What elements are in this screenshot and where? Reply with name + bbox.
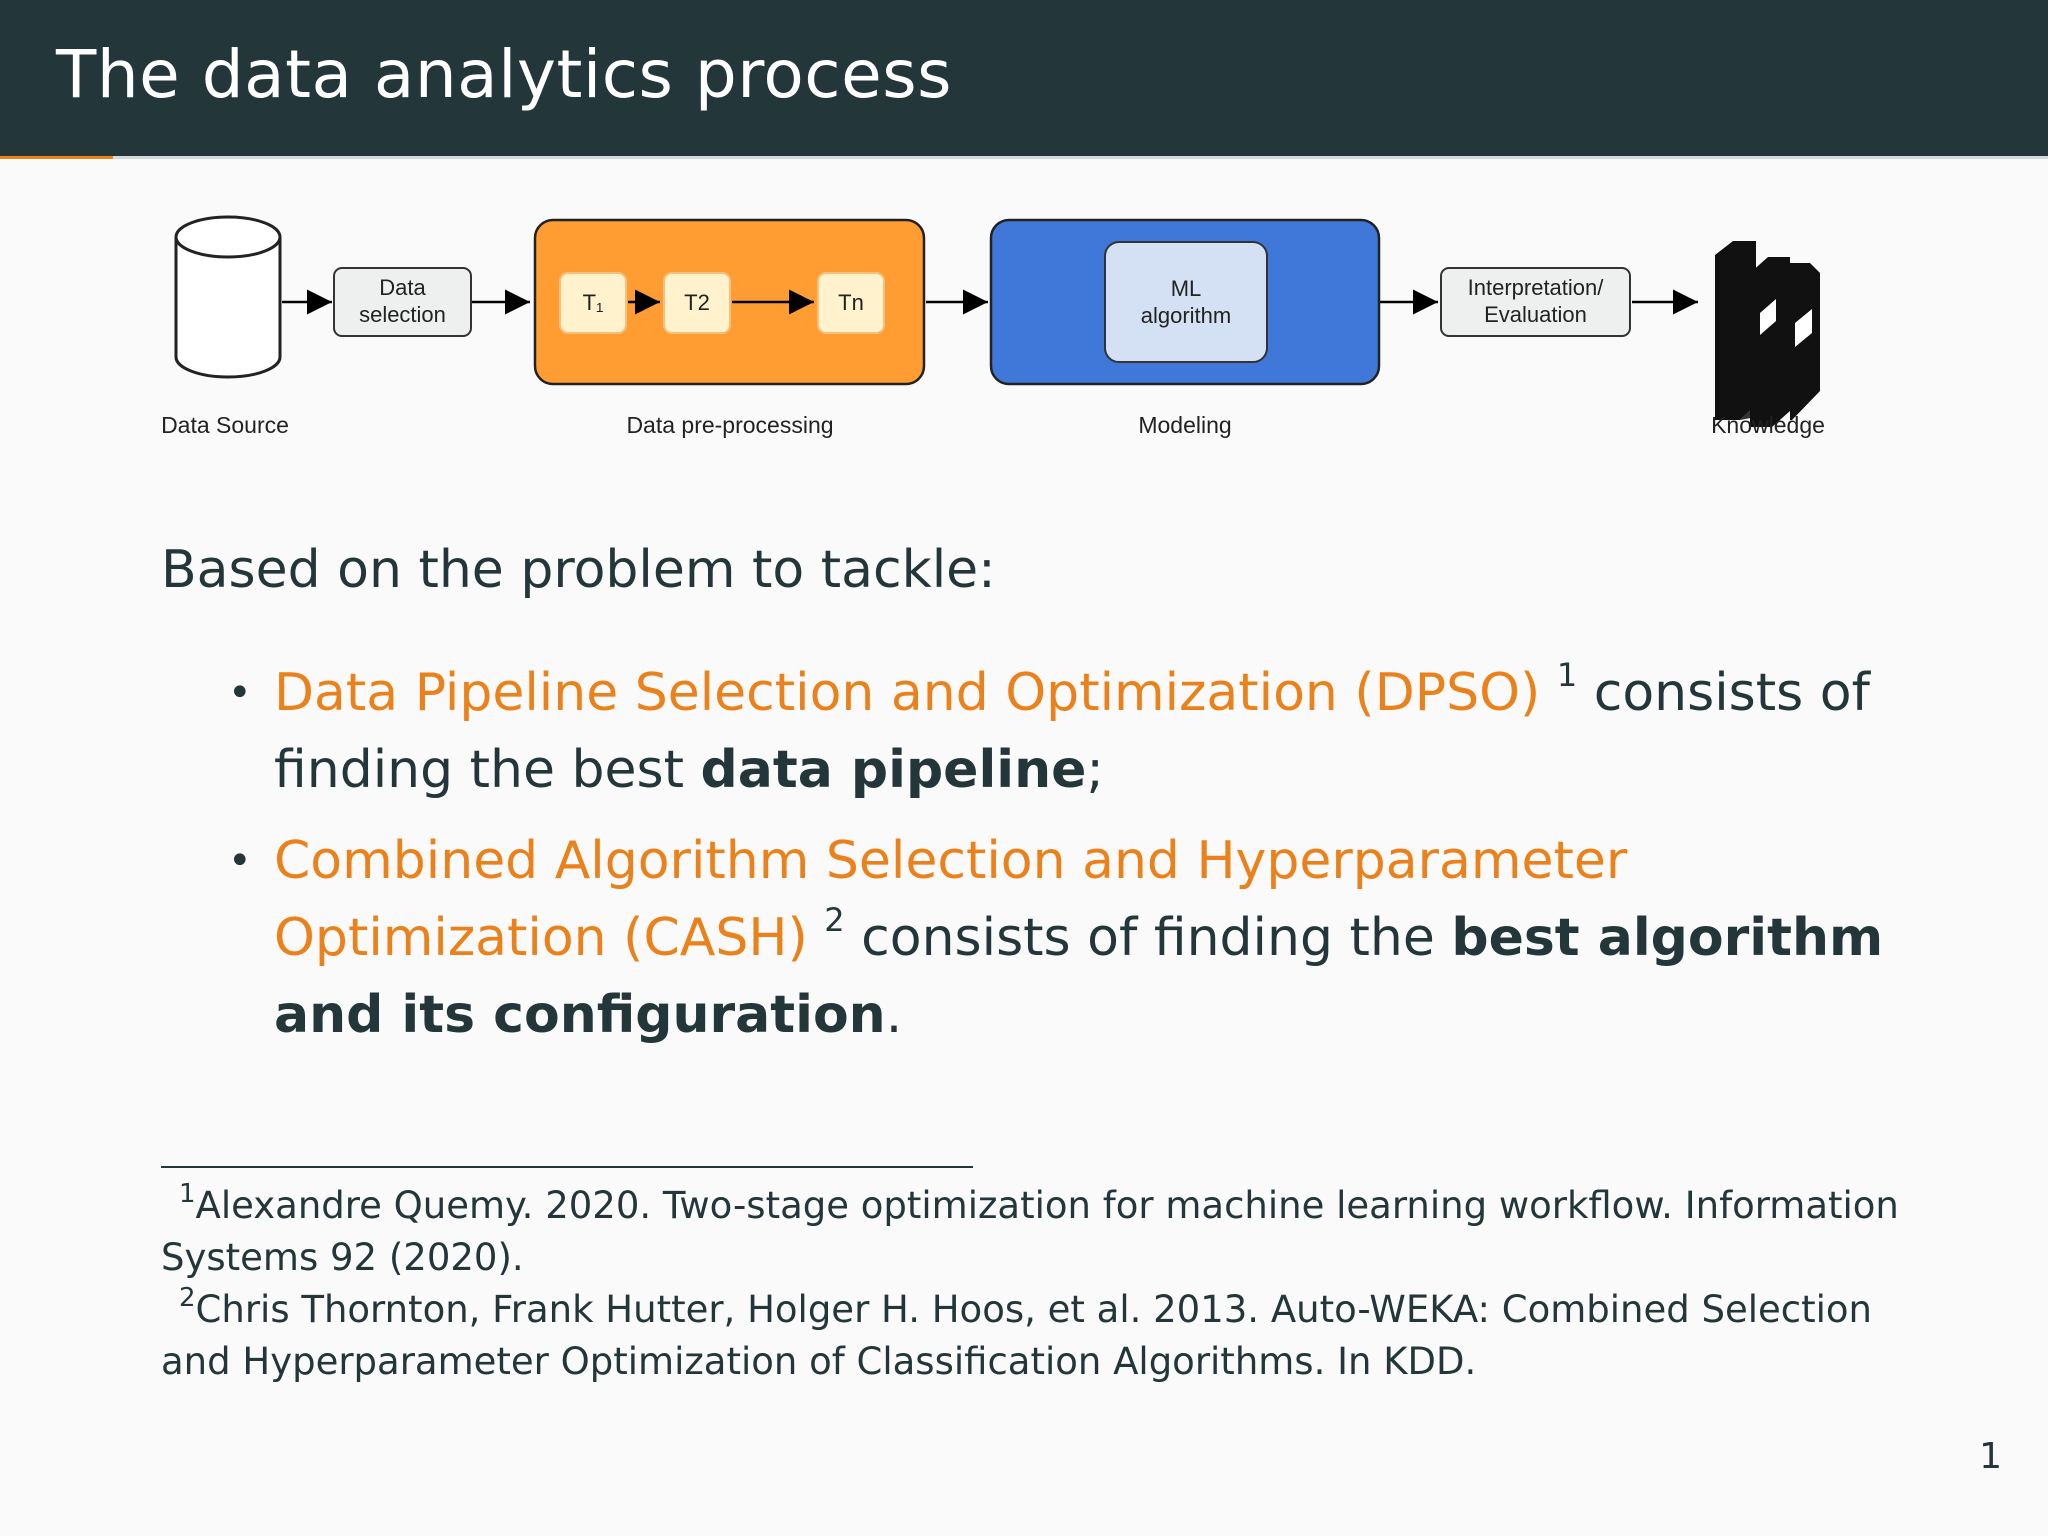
- footnote-text: Alexandre Quemy. 2020. Two-stage optimiz…: [161, 1184, 1899, 1279]
- books-icon: [1715, 241, 1820, 427]
- footnote-ref: 2: [824, 901, 845, 939]
- footnote-text: Chris Thornton, Frank Hutter, Holger H. …: [161, 1288, 1872, 1383]
- bullet-emphasis: data pipeline: [700, 740, 1087, 800]
- ml-algorithm-label: ML algorithm: [1105, 275, 1267, 329]
- bullet-text: consists of finding the best: [274, 663, 1870, 800]
- data-selection-line1: Data: [379, 275, 426, 300]
- bullet-dot-icon: •: [228, 670, 252, 716]
- transform-box-tn: [817, 272, 885, 334]
- bullet-text-end: .: [885, 985, 903, 1045]
- bullet-text-end: ;: [1086, 740, 1104, 800]
- analytics-process-diagram: Data selection T₁ T2 Tn ML algorithm Int…: [150, 205, 1850, 465]
- bullet-text: consists of finding the: [844, 908, 1452, 968]
- footnote-1: 1Alexandre Quemy. 2020. Two-stage optimi…: [161, 1180, 1901, 1284]
- data-selection-line2: selection: [359, 302, 446, 327]
- interpretation-label: Interpretation/ Evaluation: [1441, 274, 1630, 328]
- footnote-2: 2Chris Thornton, Frank Hutter, Holger H.…: [161, 1284, 1901, 1388]
- ml-algorithm-line2: algorithm: [1140, 303, 1232, 328]
- footnote-divider: [161, 1166, 973, 1168]
- transform-box-t1: [559, 272, 627, 334]
- title-bar: The data analytics process: [0, 0, 2048, 156]
- transform-label-tn: Tn: [838, 290, 864, 315]
- interpretation-box: [1440, 267, 1631, 337]
- stage-label-knowledge: Knowledge: [1711, 412, 1825, 438]
- cash-term: Combined Algorithm Selection and Hyperpa…: [274, 831, 1628, 968]
- transform-label-t2: T2: [684, 290, 710, 315]
- database-cylinder-icon: [174, 215, 282, 379]
- slide-title: The data analytics process: [56, 36, 952, 113]
- bullet-list: • Data Pipeline Selection and Optimizati…: [200, 655, 1900, 1068]
- stage-label-preprocessing: Data pre-processing: [626, 412, 834, 438]
- transform-label-t1: T₁: [582, 290, 604, 315]
- list-item: • Data Pipeline Selection and Optimizati…: [200, 655, 1900, 809]
- stage-label-data-source: Data Source: [161, 412, 289, 438]
- interpretation-line1: Interpretation/: [1467, 275, 1604, 300]
- ml-algorithm-box: [1104, 241, 1268, 363]
- footnote-ref: 1: [1556, 656, 1578, 694]
- interpretation-line2: Evaluation: [1484, 302, 1587, 327]
- data-selection-label: Data selection: [334, 274, 471, 328]
- page-number: 1: [1979, 1436, 2002, 1477]
- bullet-dot-icon: •: [228, 838, 252, 884]
- stage-label-modeling: Modeling: [1138, 412, 1232, 438]
- progress-bar-fill: [0, 156, 113, 159]
- list-item: • Combined Algorithm Selection and Hyper…: [200, 823, 1900, 1054]
- footnote-number: 2: [179, 1283, 196, 1313]
- bullet-emphasis: best algorithm and its configuration: [274, 908, 1884, 1045]
- diagram-canvas: [174, 215, 1820, 427]
- data-selection-box: [333, 267, 472, 337]
- progress-bar: [0, 156, 2048, 159]
- footnote-number: 1: [179, 1179, 196, 1209]
- footnotes: 1Alexandre Quemy. 2020. Two-stage optimi…: [161, 1180, 1901, 1388]
- intro-text: Based on the problem to tackle:: [161, 540, 996, 600]
- dpso-term: Data Pipeline Selection and Optimization…: [274, 663, 1541, 723]
- ml-algorithm-line1: ML: [1170, 276, 1202, 301]
- transform-box-t2: [663, 272, 731, 334]
